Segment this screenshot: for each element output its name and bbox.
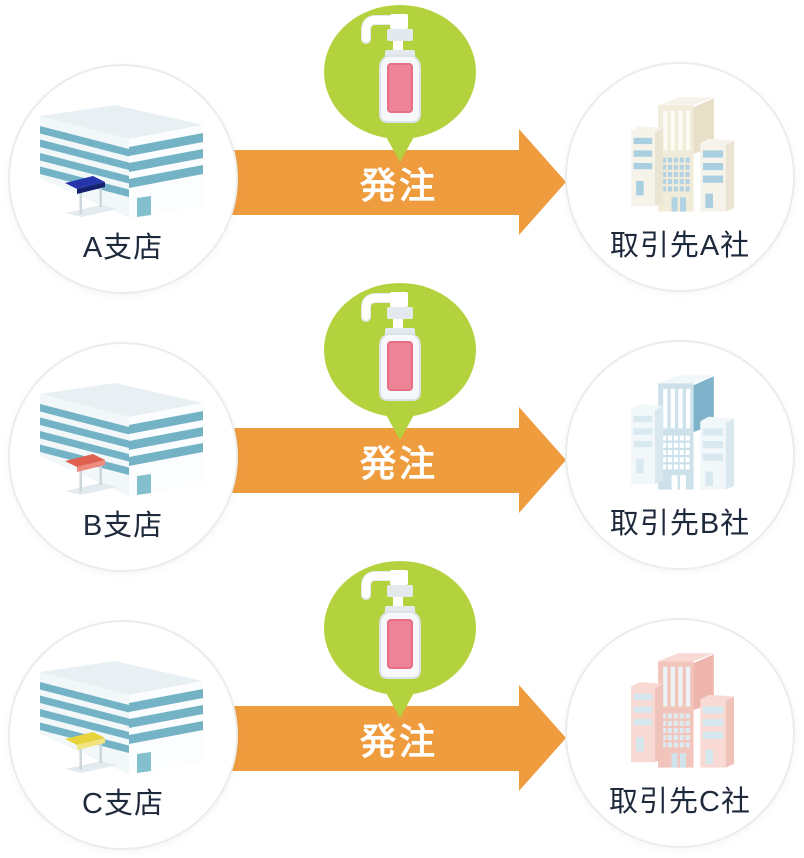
order-arrow-head [519, 685, 566, 791]
branch-circle: C支店 [8, 620, 238, 850]
partner-building-icon [631, 97, 735, 212]
branch-label: A支店 [82, 232, 164, 264]
branch-label: C支店 [82, 788, 164, 820]
sanitizer-pump-bottle-icon [324, 5, 476, 162]
order-arrow-label: 発注 [359, 720, 438, 762]
partner-building-icon [631, 653, 735, 768]
order-arrow-head [519, 129, 566, 235]
branch-label: B支店 [82, 510, 164, 542]
sanitizer-pump-bottle-icon [324, 283, 476, 440]
branch-circle: B支店 [8, 342, 238, 572]
sanitizer-pump-bottle-icon [324, 561, 476, 718]
partner-building-icon [631, 375, 735, 490]
order-arrow-head [519, 407, 566, 513]
partner-circle: 取引先C社 [565, 618, 795, 848]
order-arrow [232, 428, 519, 493]
product-speech-bubble [320, 558, 480, 724]
partner-label: 取引先C社 [609, 786, 751, 818]
partner-label: 取引先B社 [609, 508, 751, 540]
partner-circle: 取引先B社 [565, 340, 795, 570]
order-arrow [232, 150, 519, 215]
branch-circle: A支店 [8, 64, 238, 294]
order-arrow-label: 発注 [359, 442, 438, 484]
product-speech-bubble [320, 280, 480, 446]
product-speech-bubble [320, 2, 480, 168]
order-arrow-label: 発注 [359, 164, 438, 206]
branch-building-icon [40, 383, 203, 496]
flow-row-b: 発注 B支店 [0, 278, 804, 578]
branch-building-icon [40, 661, 203, 774]
branch-building-icon [40, 105, 203, 218]
flow-row-c: 発注 C支店 [0, 556, 804, 856]
order-arrow [232, 706, 519, 771]
partner-circle: 取引先A社 [565, 62, 795, 292]
flow-row-a: 発注 A支店 [0, 0, 804, 300]
partner-label: 取引先A社 [609, 230, 751, 262]
